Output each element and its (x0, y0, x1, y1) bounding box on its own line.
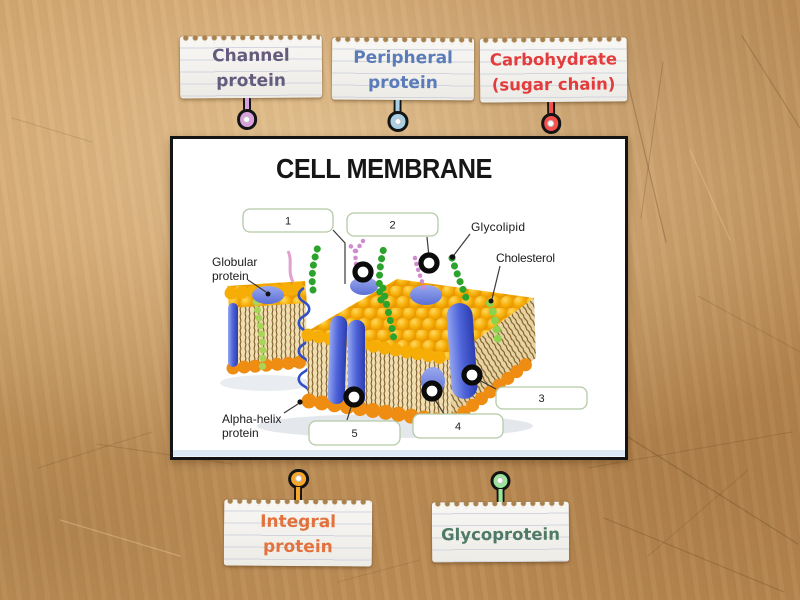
pin-dot (243, 115, 251, 123)
cell-membrane-diagram: CELL MEMBRANE (173, 153, 625, 457)
answer-target-1[interactable] (352, 261, 374, 283)
answer-target-4[interactable] (421, 380, 443, 402)
answer-box-3: 3 (495, 386, 588, 410)
svg-text:4: 4 (455, 421, 461, 433)
label-text: Glycoprotein (441, 524, 560, 544)
pin-head (288, 468, 309, 490)
pin-head (489, 470, 511, 492)
svg-text:2: 2 (389, 220, 395, 232)
pin-head (540, 112, 562, 134)
diagram-card: CELL MEMBRANE (170, 136, 628, 460)
svg-text:1: 1 (285, 216, 291, 228)
pin-carbohydrate[interactable] (540, 101, 562, 134)
membrane-illustration (173, 238, 625, 457)
channel-protein-column (327, 316, 348, 405)
label-alpha-helix-protein: Alpha-helix protein (222, 412, 281, 440)
pin-dot (496, 477, 504, 485)
svg-text:3: 3 (538, 393, 544, 405)
pin-glycoprotein[interactable] (489, 470, 511, 503)
answer-box-5: 5 (308, 420, 401, 446)
label-cholesterol: Cholesterol (496, 251, 555, 265)
label-globular-protein: Globular protein (212, 255, 257, 283)
answer-target-5[interactable] (343, 386, 365, 408)
carb-chains-pink (344, 238, 427, 291)
pin-peripheral-protein[interactable] (387, 99, 409, 132)
pin-channel-protein[interactable] (236, 98, 258, 130)
svg-text:Alpha-helix: Alpha-helix (222, 412, 281, 426)
label-glycolipid: Glycolipid (471, 220, 525, 234)
label-card-glycoprotein[interactable]: Glycoprotein (431, 470, 570, 563)
pin-dot (547, 119, 555, 127)
diagram-title: CELL MEMBRANE (276, 153, 492, 184)
pin-stem (294, 486, 303, 501)
svg-text:Globular: Globular (212, 255, 257, 269)
label-text: Carbohydrate(sugar chain) (489, 49, 618, 95)
illustration-bottom-strip (173, 450, 625, 457)
channel-protein-column (348, 320, 365, 406)
svg-text:protein: protein (212, 269, 249, 283)
answer-target-2[interactable] (418, 252, 440, 274)
pin-integral-protein[interactable] (288, 468, 309, 501)
answer-box-4: 4 (412, 413, 504, 439)
pin-stem (496, 488, 505, 503)
pin-head (236, 108, 258, 130)
svg-text:protein: protein (222, 426, 259, 440)
pin-head (387, 110, 409, 132)
sugar-chain-lightgreen (252, 298, 267, 376)
pin-dot (294, 475, 302, 483)
answer-box-2: 2 (346, 212, 439, 237)
label-card-carbohydrate[interactable]: Carbohydrate(sugar chain) (479, 37, 628, 134)
peripheral-protein-blob (410, 285, 442, 305)
svg-text:5: 5 (351, 428, 357, 440)
pin-dot (394, 117, 402, 125)
answer-target-3[interactable] (461, 364, 483, 386)
answer-box-1: 1 (242, 208, 334, 233)
protein-blob (350, 277, 378, 295)
alpha-helix-coil (297, 286, 311, 400)
cholesterol-chain (486, 299, 502, 349)
sugar-chains-green (308, 242, 470, 344)
